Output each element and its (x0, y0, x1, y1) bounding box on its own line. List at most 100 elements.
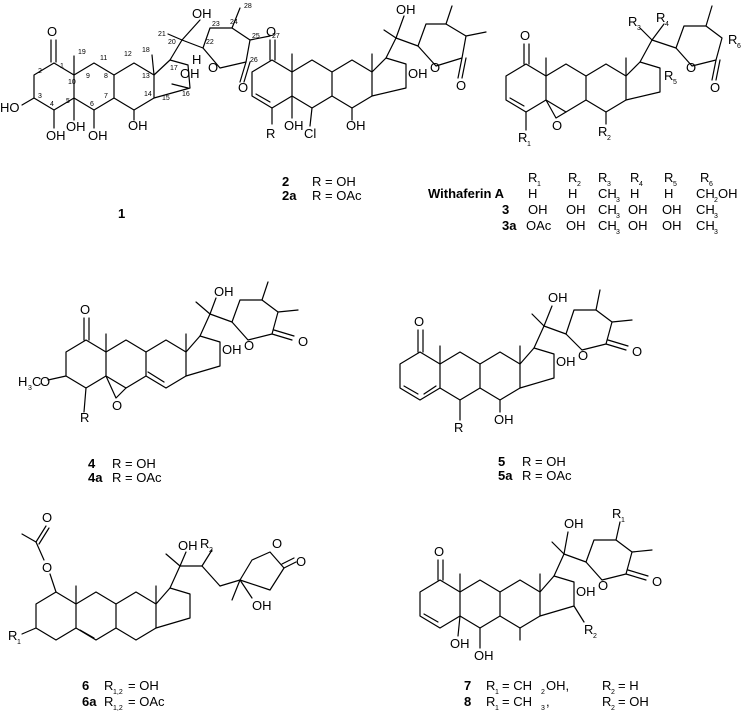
table-cell: OH (528, 202, 548, 217)
atom-label: OH (46, 128, 66, 143)
atom-label: O (710, 80, 720, 95)
atom-label: R (454, 420, 463, 435)
compound-label: 6 (82, 678, 89, 693)
locant-number: 9 (86, 73, 90, 80)
table-cell: CH (598, 186, 617, 201)
atom-label: R (612, 506, 621, 521)
atom-label: R (728, 32, 737, 47)
locant-number: 18 (142, 47, 150, 54)
compound-label: 1 (118, 206, 125, 221)
variant-text: R = OAc (312, 188, 362, 203)
locant-number: 26 (250, 57, 258, 64)
variant-subscript: 1 (495, 689, 499, 696)
table-cell: CH (598, 202, 617, 217)
variant-text: = OAc (128, 694, 165, 709)
locant-number: 11 (100, 55, 107, 62)
variant-subscript: 1,2 (113, 689, 123, 696)
atom-label: R (598, 124, 607, 139)
compound-1-structure: O HO OH OH OH OH OH H OH O O 1 2 3 4 5 6… (0, 3, 280, 143)
variant-text: = CH (502, 678, 532, 693)
atom-label: O (42, 560, 52, 575)
locant-number: 19 (78, 49, 86, 56)
compound-label: 8 (464, 694, 471, 709)
atom-label: O (272, 536, 282, 551)
atom-label: C (32, 374, 41, 389)
atom-label: O (208, 60, 218, 75)
atom-label: O (414, 314, 424, 329)
table-cell: OH (662, 218, 682, 233)
atom-label: Cl (304, 126, 316, 141)
compound-label: 6a (82, 694, 97, 709)
atom-label: O (266, 24, 276, 39)
table-header-sub: 4 (639, 181, 643, 188)
compound-6-structure: O O R 1 OH R 2 O O OH (8, 510, 306, 646)
variant-text: , (546, 694, 550, 709)
atom-label: O (632, 344, 642, 359)
table-cell: CH (696, 186, 715, 201)
variant-text: R = OH (522, 454, 566, 469)
atom-label: OH (346, 118, 366, 133)
table-cell: CH (696, 218, 715, 233)
compound-label: 7 (464, 678, 471, 693)
atom-label: OH (564, 516, 584, 531)
atom-label: O (80, 302, 90, 317)
table-cell: OH (566, 202, 586, 217)
variant-text: OH, (546, 678, 569, 693)
compound-2-structure: O R OH Cl OH OH O O OH (251, 2, 487, 141)
locant-number: 12 (124, 51, 132, 58)
table-cell: H (630, 186, 639, 201)
atom-label: OH (450, 636, 470, 651)
atom-label: OH (178, 538, 198, 553)
table-header-sub: 6 (709, 181, 713, 188)
atom-label: O (520, 28, 530, 43)
atom-label: R (8, 628, 17, 643)
atom-label: O (42, 510, 52, 525)
atom-label: O (552, 118, 562, 133)
locant-number: 21 (158, 31, 166, 38)
locant-number: 16 (182, 91, 190, 98)
atom-subscript: 3 (28, 385, 32, 392)
atom-label: O (47, 24, 57, 39)
atom-label: OH (128, 118, 148, 133)
atom-label: O (456, 78, 466, 93)
locant-number: 14 (144, 91, 152, 98)
table-header: R (664, 170, 673, 185)
table-cell: OAc (526, 218, 552, 233)
table-header-sub: 5 (673, 181, 677, 188)
locant-number: 24 (230, 19, 238, 26)
atom-label: R (664, 68, 673, 83)
variant-text: = OH (618, 694, 649, 709)
locant-number: 22 (206, 39, 214, 46)
locant-number: 20 (168, 39, 176, 46)
atom-label: OH (474, 648, 494, 663)
atom-label: OH (214, 284, 234, 299)
compound-label: 3a (502, 218, 517, 233)
atom-label: O (238, 80, 248, 95)
table-cell-sub: 2 (714, 197, 718, 204)
variant-text: R = OH (312, 174, 356, 189)
atom-label: O (296, 554, 306, 569)
table-cell: OH (566, 218, 586, 233)
atom-label: OH (494, 412, 514, 427)
locant-number: 7 (104, 93, 108, 100)
locant-number: 10 (68, 79, 76, 86)
table-header-sub: 1 (537, 181, 541, 188)
variant-r: R (486, 678, 495, 693)
compound-label: 4 (88, 456, 96, 471)
compound-label: 3 (502, 202, 509, 217)
table-cell-sub: 3 (616, 197, 620, 204)
atom-label: O (434, 544, 444, 559)
locant-number: 15 (162, 95, 170, 102)
variant-text: = CH (502, 694, 532, 709)
atom-label: OH (548, 290, 568, 305)
table-header: R (568, 170, 577, 185)
atom-label: R (584, 622, 593, 637)
table-cell-sub: 3 (714, 213, 718, 220)
locant-number: 3 (38, 93, 42, 100)
table-cell-sub: 3 (616, 213, 620, 220)
compound-label: 2 (282, 174, 289, 189)
atom-label: O (578, 348, 588, 363)
variant-subscript: 1,2 (113, 705, 123, 712)
atom-label: R (80, 410, 89, 425)
atom-label: O (430, 60, 440, 75)
